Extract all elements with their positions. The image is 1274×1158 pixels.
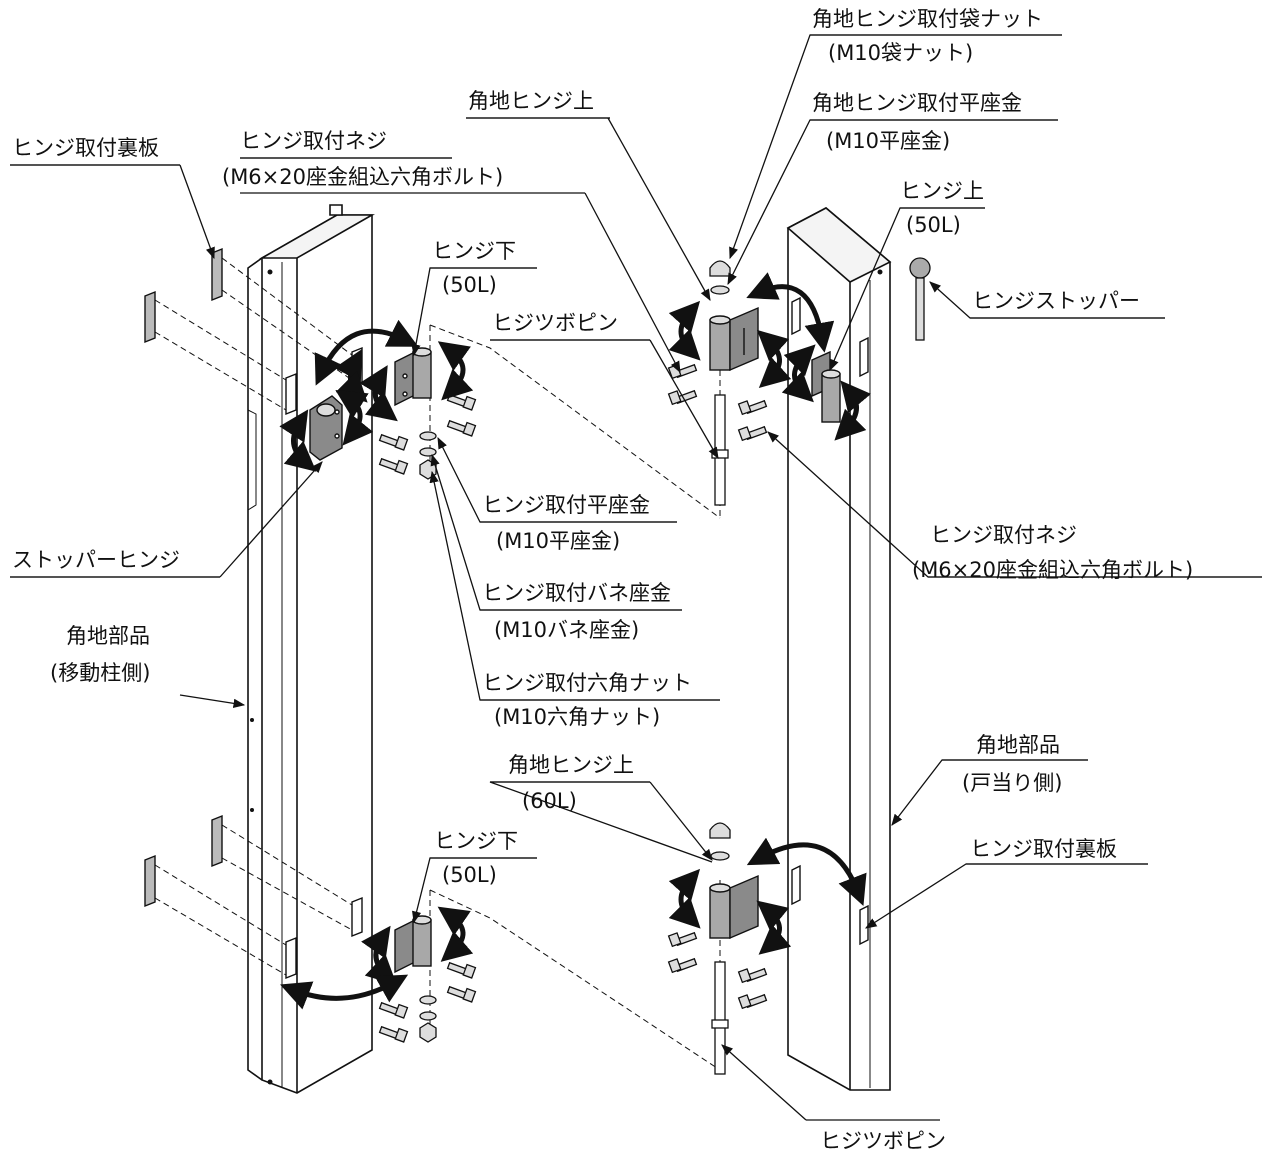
label-back-plate-right: ヒンジ取付裏板	[970, 837, 1117, 861]
label-corner-hinge-upper-bottom-spec: (60L)	[522, 789, 577, 813]
back-plates	[144, 247, 869, 980]
label-corner-part-stop-spec: (戸当り側)	[962, 771, 1062, 795]
label-hinge-screw-right-spec: (M6×20座金組込六角ボルト)	[912, 558, 1193, 582]
label-corner-hinge-upper-bottom: 角地ヒンジ上	[508, 753, 634, 777]
label-hinge-screw-left-spec: (M6×20座金組込六角ボルト)	[222, 165, 503, 189]
label-spring-washer-spec: (M10バネ座金)	[494, 618, 639, 642]
label-corner-flat-washer-spec: (M10平座金)	[826, 129, 950, 153]
label-hinge-lower-top: ヒンジ下	[432, 239, 516, 263]
label-underlines	[10, 34, 1262, 1121]
label-hinge-screw-right: ヒンジ取付ネジ	[930, 523, 1077, 547]
rotation-arrows	[279, 272, 872, 1010]
label-corner-hinge-upper-top: 角地ヒンジ上	[468, 89, 594, 113]
hinge-lower-bottom	[394, 915, 432, 974]
alignment-lines	[154, 257, 831, 1071]
label-hinge-lower-bottom-spec: (50L)	[442, 863, 497, 887]
label-corner-part-moving-spec: (移動柱側)	[50, 661, 150, 685]
corner-hinge-upper-bottom	[709, 874, 759, 940]
label-hinge-flat-washer: ヒンジ取付平座金	[482, 493, 650, 517]
label-hinge-stopper: ヒンジストッパー	[972, 289, 1140, 313]
label-corner-part-moving: 角地部品	[66, 624, 150, 648]
label-hinge-upper-right-spec: (50L)	[906, 213, 961, 237]
label-spring-washer: ヒンジ取付バネ座金	[482, 581, 671, 605]
label-hex-nut: ヒンジ取付六角ナット	[482, 671, 692, 695]
label-hinge-lower-bottom: ヒンジ下	[434, 829, 518, 853]
label-pivot-pin-top: ヒジツボピン	[492, 311, 618, 335]
fasteners	[419, 257, 931, 1043]
label-hex-nut-spec: (M10六角ナット)	[494, 705, 660, 729]
pivot-pins	[711, 394, 729, 1075]
label-top-cap-nut-spec: (M10袋ナット)	[828, 41, 973, 65]
label-stopper-hinge: ストッパーヒンジ	[12, 548, 180, 572]
label-hinge-upper-right: ヒンジ上	[900, 179, 984, 203]
label-top-cap-nut: 角地ヒンジ取付袋ナット	[812, 7, 1043, 31]
corner-hinge-upper-top	[709, 306, 759, 372]
label-hinge-flat-washer-spec: (M10平座金)	[496, 529, 620, 553]
label-pivot-pin-bottom: ヒジツボピン	[820, 1129, 946, 1153]
label-back-plate-left: ヒンジ取付裏板	[12, 136, 159, 160]
hinge-lower-top	[394, 347, 432, 407]
hinge-bolts	[378, 363, 768, 1043]
label-corner-flat-washer: 角地ヒンジ取付平座金	[812, 91, 1022, 115]
right-post	[786, 207, 892, 1091]
labels: 角地ヒンジ取付袋ナット (M10袋ナット) 角地ヒンジ上 角地ヒンジ取付平座金 …	[12, 7, 1193, 1153]
label-hinge-lower-top-spec: (50L)	[442, 273, 497, 297]
label-hinge-screw-left: ヒンジ取付ネジ	[240, 129, 387, 153]
label-corner-part-stop: 角地部品	[976, 733, 1060, 757]
